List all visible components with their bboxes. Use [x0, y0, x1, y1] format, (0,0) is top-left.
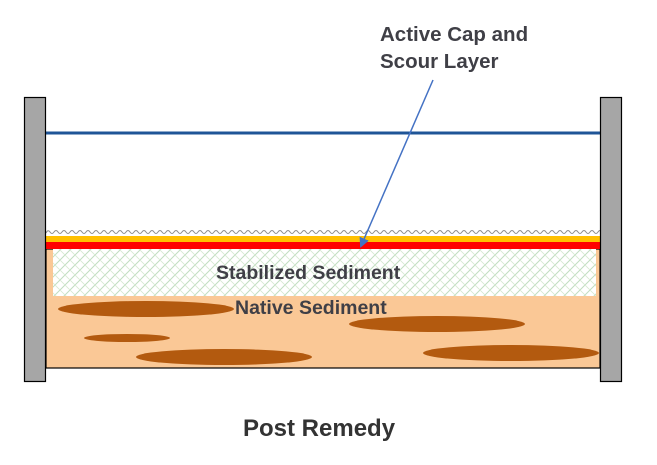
active-cap-label: Active Cap and Scour Layer — [380, 21, 528, 75]
left-sheet-pile-wall — [23, 96, 47, 383]
active-cap-layer — [46, 242, 600, 249]
native-sediment-label: Native Sediment — [235, 297, 387, 319]
contaminant-lens — [58, 301, 234, 317]
stabilized-sediment-label: Stabilized Sediment — [216, 262, 401, 284]
contaminant-lens — [349, 316, 525, 332]
hatch-pattern — [53, 249, 596, 296]
contaminant-lens — [423, 345, 599, 361]
callout-arrow — [359, 79, 434, 248]
diagram-title: Post Remedy — [243, 415, 396, 442]
scour-layer — [46, 236, 600, 242]
right-sheet-pile-wall — [599, 96, 623, 383]
active-cap-label-line1: Active Cap and — [380, 23, 529, 46]
contaminant-lens — [84, 334, 170, 342]
cap-surface-wave — [45, 230, 607, 234]
active-cap-label-line2: Scour Layer — [380, 50, 499, 73]
contaminant-lens — [136, 349, 312, 365]
